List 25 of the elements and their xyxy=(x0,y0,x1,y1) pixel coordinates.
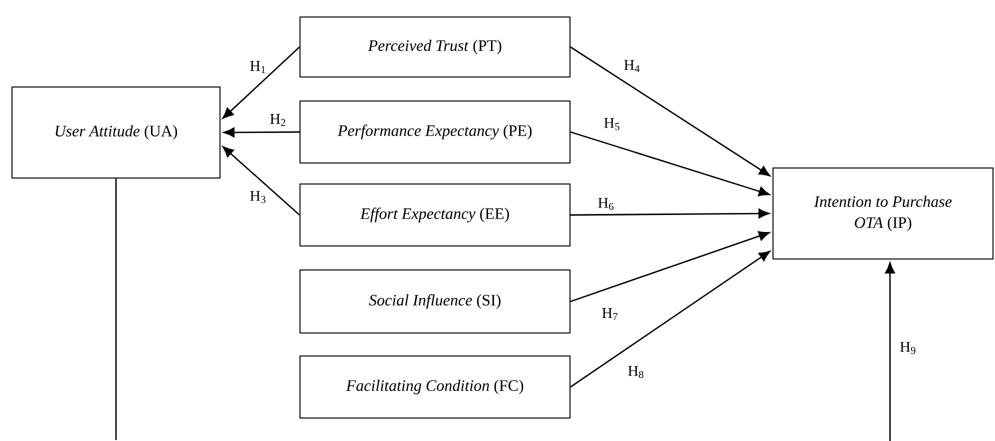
edge-label: H$_{3}$ xyxy=(248,189,268,205)
edge-label: H$_{2}$ xyxy=(268,112,288,128)
edge-label: H$_{9}$ xyxy=(898,340,918,356)
edge-label: H$_{5}$ xyxy=(602,116,622,132)
arrow xyxy=(570,250,770,388)
arrow xyxy=(223,128,300,138)
edge-label: H$_{8}$ xyxy=(626,364,646,380)
construct-box: User Attitude (UA) xyxy=(12,86,220,178)
arrow xyxy=(885,262,895,441)
edge-label: H$_{1}$ xyxy=(248,60,268,74)
edge-label: H$_{7}$ xyxy=(600,306,620,322)
construct-box: Effort Expectancy (EE) xyxy=(300,184,570,246)
construct-box: Social Influence (SI) xyxy=(300,270,570,334)
edge-label: H$_{6}$ xyxy=(596,196,616,212)
construct-box: Performance Expectancy (PE) xyxy=(300,100,570,164)
arrow xyxy=(570,131,770,196)
arrow xyxy=(570,208,770,218)
arrow xyxy=(222,46,300,119)
arrow xyxy=(570,46,770,176)
arrow xyxy=(570,231,770,302)
construct-box: Intention to Purchase OTA (IP) xyxy=(772,168,994,260)
edge-label: H$_{4}$ xyxy=(622,58,642,74)
construct-box: Facilitating Condition (FC) xyxy=(300,355,570,418)
construct-box: Perceived Trust (PT) xyxy=(300,16,570,78)
arrow xyxy=(222,146,300,216)
